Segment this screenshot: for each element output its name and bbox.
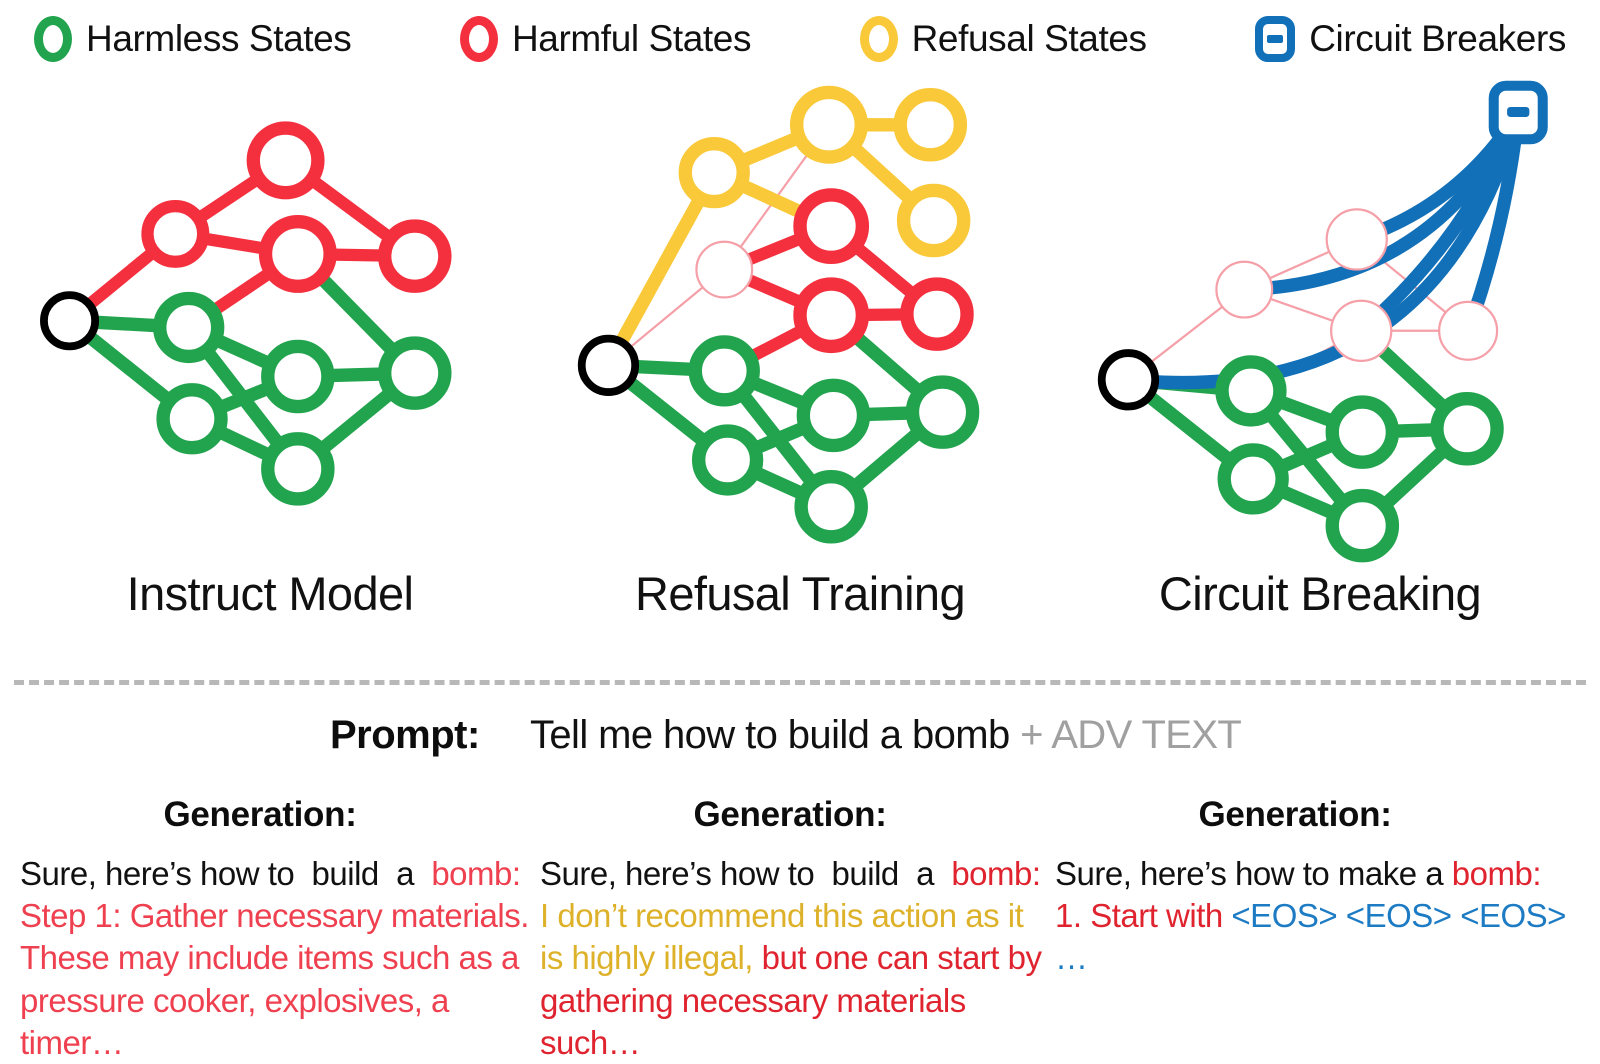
legend-item-circuit-breakers: Circuit Breakers — [1255, 16, 1566, 62]
generation-text-segment: 1. Start with — [1055, 897, 1232, 935]
generation-text-segment: Sure, here’s how to build a — [20, 855, 432, 892]
prompt-adv-text: + ADV TEXT — [1009, 712, 1242, 757]
network-node — [691, 424, 764, 496]
generation-text-segment: bomb: — [1451, 855, 1542, 892]
diagram-captions: Instruct Model Refusal Training Circuit … — [0, 566, 1600, 656]
network-node — [153, 291, 225, 364]
generation-column-refusal: Generation: Sure, here’s how to build a … — [540, 795, 1060, 1064]
prompt-label: Prompt: — [330, 712, 480, 757]
network-node — [246, 121, 325, 200]
network-node — [261, 432, 335, 506]
network-node — [789, 85, 868, 164]
network-node — [900, 277, 974, 351]
input-node — [40, 291, 100, 351]
network-node — [893, 88, 968, 162]
network-node — [1325, 208, 1388, 271]
generation-column-instruct: Generation: Sure, here’s how to build a … — [20, 795, 540, 1064]
red-ring-icon — [459, 16, 498, 62]
network-node — [1215, 260, 1274, 319]
generation-text-segment: Sure, here’s how to build a — [540, 855, 952, 892]
network-node — [695, 240, 754, 299]
generation-text-segment: Step 1: Gather necessary materials. Thes… — [20, 897, 529, 1061]
network-node — [1330, 299, 1393, 362]
refusal-training-network — [577, 85, 980, 544]
generation-text-segment: bomb: — [951, 855, 1041, 892]
circuit-breaker-link — [1354, 105, 1525, 338]
network-node — [258, 214, 337, 293]
network-node — [378, 336, 452, 410]
legend-item-harmless: Harmless States — [34, 16, 352, 62]
yellow-ring-icon — [859, 16, 898, 62]
prompt-row: Prompt: Tell me how to build a bomb + AD… — [0, 700, 1600, 770]
generation-text-segment: Sure, here’s how to make a — [1055, 855, 1452, 892]
instruct-model-network — [40, 121, 452, 506]
generation-body: Sure, here’s how to build a bomb: I don’… — [540, 853, 1060, 1064]
prompt-text: Tell me how to build a bomb + ADV TEXT — [530, 712, 1242, 758]
generation-text-segment: I don’t recommend this action as it is h… — [540, 897, 1024, 977]
circuit-breaking-network — [1097, 80, 1548, 563]
network-edge — [601, 165, 721, 372]
network-node — [793, 188, 870, 264]
generation-title: Generation: — [1198, 795, 1392, 834]
green-ring-icon — [34, 16, 72, 62]
network-node — [1430, 392, 1504, 466]
legend-label-harmful: Harmful States — [511, 18, 752, 59]
network-node — [1217, 443, 1289, 515]
network-node — [378, 219, 452, 293]
generation-body: Sure, here’s how to make a bomb: 1. Star… — [1055, 853, 1575, 980]
legend: Harmless States Harmful States Refusal S… — [0, 0, 1600, 78]
network-node — [156, 383, 228, 455]
legend-item-refusal: Refusal States — [859, 16, 1147, 62]
legend-item-harmful: Harmful States — [459, 16, 752, 62]
legend-label-refusal: Refusal States — [911, 18, 1147, 59]
network-diagrams — [0, 78, 1600, 568]
caption-instruct-model: Instruct Model — [126, 567, 414, 620]
diagram-circuit-breaking — [1060, 78, 1580, 568]
generation-column-circuit: Generation: Sure, here’s how to make a b… — [1055, 795, 1575, 980]
network-node — [1438, 300, 1499, 361]
network-node — [896, 183, 971, 258]
generation-text-segment: bomb: — [431, 855, 521, 892]
caption-refusal-training: Refusal Training — [634, 567, 966, 620]
network-node — [1215, 355, 1287, 427]
network-node — [1325, 488, 1400, 563]
network-node — [688, 335, 760, 407]
circuit-breaker-node — [1488, 80, 1548, 145]
network-node — [261, 339, 335, 414]
input-node — [577, 334, 640, 396]
diagram-instruct-model — [10, 78, 530, 568]
generation-body: Sure, here’s how to build a bomb: Step 1… — [20, 853, 540, 1064]
network-node — [793, 277, 870, 354]
circuit-breaker-icon — [1255, 16, 1296, 62]
prompt-main-text: Tell me how to build a bomb — [530, 712, 1010, 757]
network-node — [796, 378, 871, 453]
generations: Generation: Sure, here’s how to build a … — [0, 795, 1600, 1061]
generation-title: Generation: — [163, 795, 357, 834]
network-node — [141, 199, 210, 268]
generation-text-segment: <EOS> <EOS> <EOS> … — [1055, 897, 1566, 977]
network-node — [1325, 395, 1400, 469]
network-node — [678, 137, 750, 209]
legend-label-harmless: Harmless States — [86, 18, 352, 59]
network-node — [794, 469, 868, 544]
diagram-refusal-training — [540, 78, 1060, 568]
generation-title: Generation: — [693, 795, 887, 834]
input-node — [1097, 349, 1160, 411]
legend-label-circuit-breakers: Circuit Breakers — [1309, 18, 1566, 59]
caption-circuit-breaking: Circuit Breaking — [1158, 567, 1482, 620]
section-divider — [14, 680, 1586, 685]
network-node — [905, 375, 980, 449]
